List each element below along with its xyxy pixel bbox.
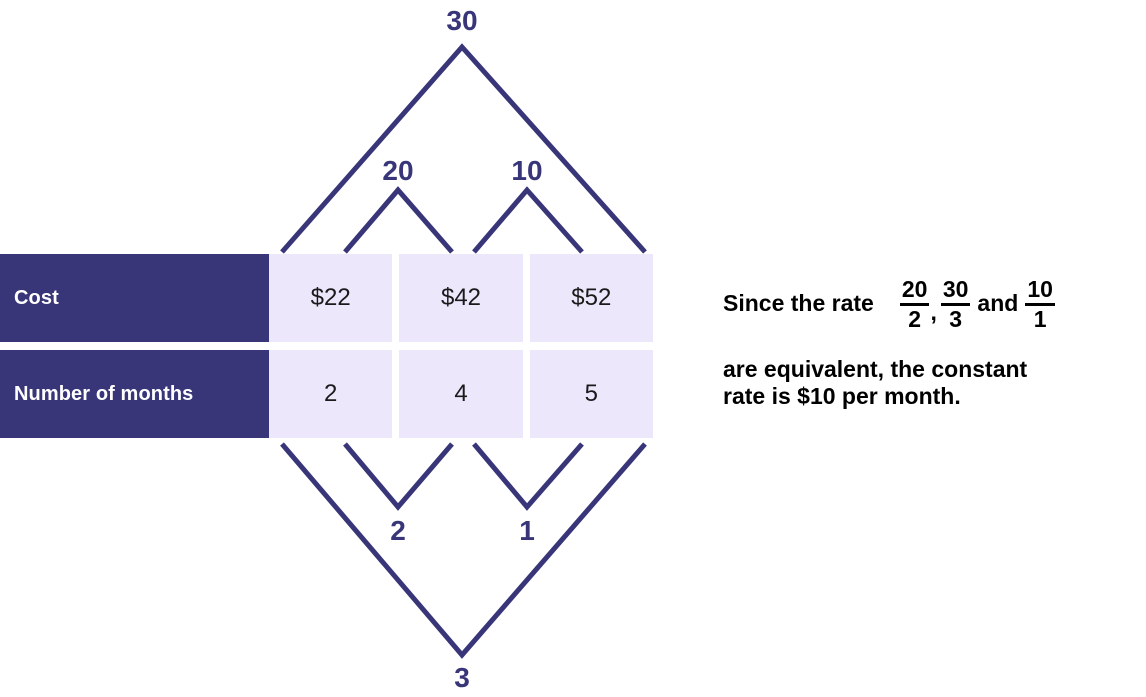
cost-cell-group: $22 $42 $52	[269, 254, 653, 342]
row-header-months: Number of months	[0, 350, 269, 438]
arc-label-bottom-outer: 3	[454, 662, 470, 693]
explanation-block: Since the rate 20 2 , 30 3 and 10 1 are …	[723, 268, 1143, 410]
row-header-cost: Cost	[0, 254, 269, 342]
top-inner-arc-10	[472, 186, 584, 254]
fraction-denominator: 2	[899, 302, 930, 331]
arc-label-bottom-inner-right: 1	[519, 515, 535, 546]
top-outer-arc-30	[280, 43, 647, 254]
explanation-comma: ,	[930, 298, 937, 325]
table-row: Number of months 2 4 5	[0, 350, 653, 438]
fraction-numerator: 30	[942, 276, 969, 303]
ratio-table: Cost $22 $42 $52 Number of months 2 4 5	[0, 254, 653, 442]
fraction-10-over-1: 10 1	[1025, 276, 1055, 331]
explanation-conjunction: and	[977, 290, 1019, 317]
cell-cost-3: $52	[529, 254, 653, 342]
bottom-outer-arc-3	[280, 442, 647, 659]
cell-cost-1: $22	[269, 254, 393, 342]
table-row: Cost $22 $42 $52	[0, 254, 653, 342]
fraction-numerator: 10	[1027, 276, 1053, 303]
fraction-denominator: 3	[940, 302, 971, 331]
arc-label-top-inner-left: 20	[382, 155, 413, 186]
arc-label-bottom-inner-left: 2	[390, 515, 406, 546]
months-cell-group: 2 4 5	[269, 350, 653, 438]
fraction-30-over-3: 30 3	[940, 276, 971, 331]
explanation-line-1: Since the rate 20 2 , 30 3 and 10 1	[723, 268, 1143, 340]
arc-label-top-outer: 30	[446, 5, 477, 36]
cell-months-3: 5	[529, 350, 653, 438]
cell-cost-2: $42	[399, 254, 523, 342]
fraction-numerator: 20	[901, 276, 928, 303]
bottom-inner-arc-2	[343, 442, 454, 511]
top-inner-arc-20	[343, 186, 454, 254]
explanation-line-2: are equivalent, the constant rate is $10…	[723, 356, 1028, 410]
bottom-inner-arc-1	[472, 442, 584, 511]
cell-months-1: 2	[269, 350, 393, 438]
arc-label-top-inner-right: 10	[511, 155, 542, 186]
fraction-denominator: 1	[1025, 302, 1055, 331]
fraction-20-over-2: 20 2	[899, 276, 930, 331]
cell-months-2: 4	[399, 350, 523, 438]
explanation-intro: Since the rate	[723, 290, 874, 317]
